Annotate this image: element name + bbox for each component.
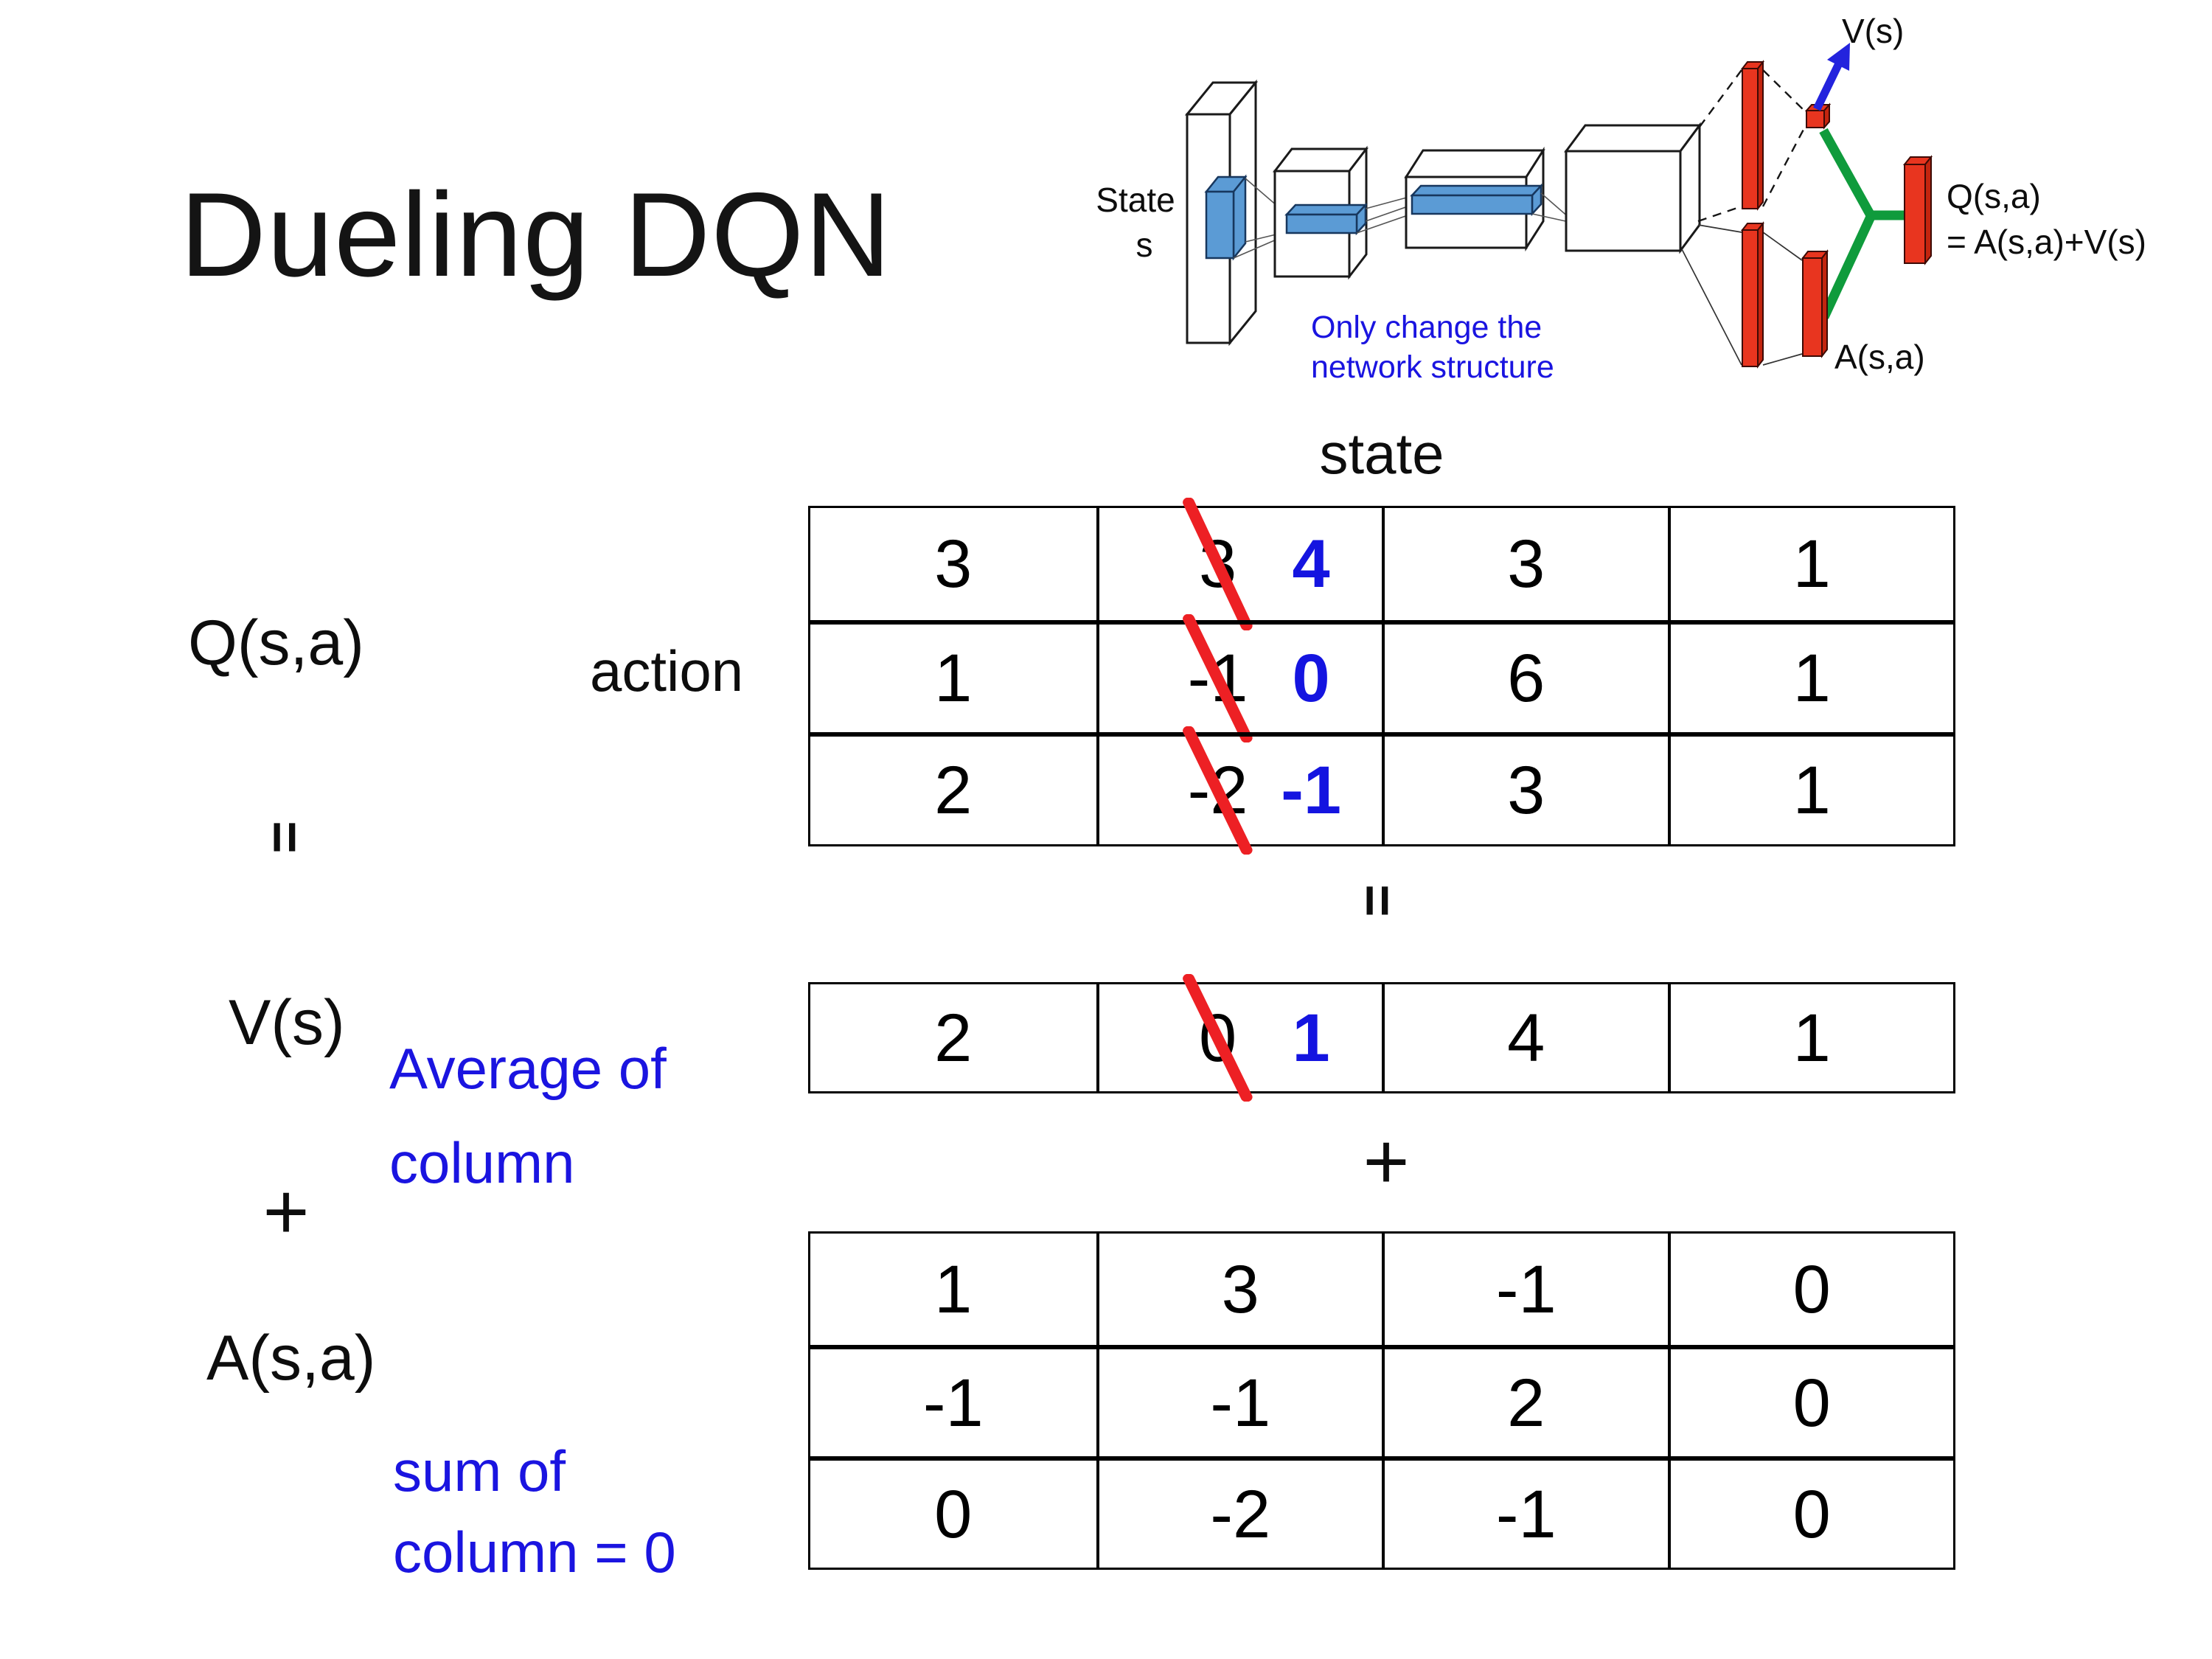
dashed-connections — [1697, 69, 1807, 223]
a-cell: 0 — [810, 1456, 1096, 1568]
a-cell: -1 — [810, 1345, 1096, 1456]
conv-feature-1-shape — [1284, 202, 1368, 236]
value-node — [1804, 102, 1832, 130]
q-cell: 1 — [1667, 732, 1953, 844]
q-cell-changed: -1 0 — [1096, 614, 1382, 742]
diagram-state-label: State s — [1096, 181, 1175, 264]
average-note-line2: column — [389, 1130, 575, 1195]
a-cell: -1 — [1382, 1456, 1668, 1568]
solid-connections — [1681, 224, 1803, 366]
q-cell: 3 — [1382, 732, 1668, 844]
q-cell: 1 — [1667, 508, 1954, 620]
a-cell: -2 — [1096, 1456, 1382, 1568]
q-cell: 3 — [1382, 508, 1668, 620]
fan-lines-2 — [1356, 195, 1413, 234]
merge-connector — [1819, 128, 1905, 319]
a-table: 1 3 -1 0 -1 -1 2 0 0 -2 -1 0 — [808, 1231, 1955, 1570]
svg-text:s: s — [1136, 226, 1153, 264]
conv-feature-2-shape — [1410, 183, 1543, 217]
action-row-label: action — [590, 639, 744, 703]
v-cell: 2 — [934, 1000, 973, 1076]
slide-title: Dueling DQN — [180, 168, 892, 302]
a-cell: 1 — [934, 1251, 973, 1327]
state-column-label: state — [1319, 421, 1444, 486]
a-cell: -1 — [1096, 1345, 1382, 1456]
q-cell-changed: -2 -1 — [1096, 726, 1382, 855]
input-patch-shape — [1204, 174, 1248, 261]
sum-note-line2: column = 0 — [393, 1520, 676, 1585]
rotated-equals-mid: = — [1346, 883, 1409, 917]
q-table: 3 3 4 3 1 1 -1 0 6 1 2 -2 -1 3 1 — [808, 498, 1955, 855]
a-cell: 3 — [1096, 1234, 1382, 1345]
average-note-line1: Average of — [389, 1036, 667, 1101]
fc-bar-bottom — [1740, 221, 1765, 369]
a-cell: 2 — [1382, 1345, 1668, 1456]
v-row: 2 0 1 4 1 — [808, 974, 1955, 1102]
average-note: Average of column — [389, 1021, 667, 1210]
q-equation-label: Q(s,a) — [188, 608, 364, 678]
v-equation-label: V(s) — [229, 987, 345, 1058]
svg-text:State: State — [1096, 181, 1175, 219]
value-arrow-icon — [1813, 43, 1850, 111]
v-cell: 1 — [1667, 984, 1954, 1091]
q-cell: 2 — [810, 732, 1096, 844]
diagram-note-line1: Only change the — [1311, 310, 1542, 345]
advantage-bar — [1801, 249, 1829, 358]
plus-left: + — [262, 1166, 310, 1256]
a-cell: 0 — [1667, 1345, 1953, 1456]
diagram-note-line2: network structure — [1311, 349, 1554, 385]
v-cell-changed: 0 1 — [1096, 974, 1382, 1102]
sum-note: sum of column = 0 — [393, 1430, 676, 1593]
q-cell: 1 — [810, 620, 1096, 732]
v-cell: 4 — [1382, 984, 1668, 1091]
diagram-q-label-line1: Q(s,a) — [1947, 177, 2041, 215]
q-cell-changed: 3 4 — [1096, 498, 1382, 630]
rotated-equals-left: = — [253, 820, 316, 854]
a-cell: -1 — [1382, 1234, 1668, 1345]
a-cell: 0 — [1667, 1234, 1954, 1345]
fan-lines-3 — [1531, 192, 1570, 223]
q-cell: 3 — [934, 526, 973, 602]
network-diagram: State s — [1096, 12, 2146, 385]
q-cell: 1 — [1667, 620, 1953, 732]
a-cell: 0 — [1667, 1456, 1953, 1568]
sum-note-line1: sum of — [393, 1439, 566, 1503]
q-cell: 6 — [1382, 620, 1668, 732]
diagram-a-label: A(s,a) — [1834, 338, 1925, 376]
conv-box-3-shape — [1564, 122, 1702, 254]
diagram-q-label-line2: = A(s,a)+V(s) — [1947, 223, 2146, 261]
q-output-bar — [1902, 155, 1933, 265]
plus-mid: + — [1363, 1116, 1410, 1206]
a-equation-label: A(s,a) — [206, 1323, 376, 1394]
diagram-v-label: V(s) — [1842, 12, 1904, 50]
fc-bar-top — [1740, 60, 1765, 211]
